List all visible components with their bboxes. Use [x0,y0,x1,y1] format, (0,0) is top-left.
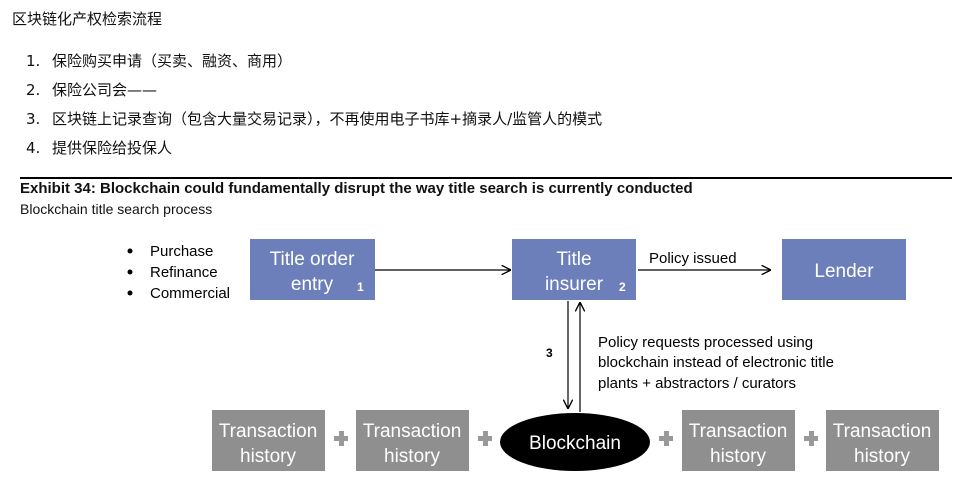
transaction-line1: Transaction [833,421,932,442]
transaction-rect [826,410,939,471]
step-label-1: 1 [357,280,364,294]
plus-icon [659,431,673,446]
transaction-history-box: Transaction history [682,410,795,471]
step-text: 保险公司会—— [52,81,158,99]
step-item: 3. 区块链上记录查询（包含大量交易记录），不再使用电子书库+摘录人/监管人的模式 [26,108,602,130]
step-item: 2. 保险公司会—— [26,79,157,101]
step-text: 提供保险给投保人 [52,139,173,157]
bullet-commercial: Commercial [150,285,230,302]
blockchain-label: Blockchain [529,433,621,454]
exhibit-title: Exhibit 34: Blockchain could fundamental… [20,180,693,197]
transaction-line2: history [384,446,440,467]
exhibit-rule [20,177,952,179]
policy-note: Policy requests processed using blockcha… [598,334,834,392]
transaction-history-box: Transaction history [356,410,469,471]
exhibit-subtitle: Blockchain title search process [20,201,213,217]
policy-note-line1: Policy requests processed using [598,334,813,351]
plus-icon [804,431,818,446]
step-number: 1. [26,52,41,70]
bullet-dot [127,248,133,254]
policy-note-line3: plants + abstractors / curators [598,375,796,392]
transaction-line1: Transaction [363,421,462,442]
transaction-line2: history [854,446,910,467]
title-insurer-box: Title insurer 2 [512,239,636,300]
title-insurer-line2: insurer [545,274,604,295]
step-number: 2. [26,81,41,99]
title-insurer-rect [512,239,636,300]
plus-icon [334,431,348,446]
title-order-line2: entry [291,274,334,295]
transaction-line2: history [240,446,296,467]
lender-box: Lender [782,239,906,300]
bullet-dot [127,269,133,275]
policy-note-line2: blockchain instead of electronic title [598,354,834,371]
bullet-dot [127,290,133,296]
transaction-rect [356,410,469,471]
bullet-purchase: Purchase [150,243,213,260]
step-number: 3. [26,110,41,128]
policy-issued-label: Policy issued [649,250,737,267]
step-text: 保险购买申请（买卖、融资、商用） [52,52,293,70]
step-number: 4. [26,139,41,157]
step-label-3: 3 [546,346,553,360]
step-label-2: 2 [619,280,626,294]
step-item: 4. 提供保险给投保人 [26,137,172,159]
title-insurer-line1: Title [556,249,591,270]
blockchain-ellipse [500,413,650,471]
transaction-line1: Transaction [689,421,788,442]
transaction-rect [682,410,795,471]
title-order-rect [250,239,375,300]
transaction-history-box: Transaction history [212,410,325,471]
plus-icon [478,431,492,446]
bullet-list: Purchase Refinance Commercial [127,243,230,302]
title-order-entry-box: Title order entry 1 [250,239,375,300]
bullet-refinance: Refinance [150,264,218,281]
lender-label: Lender [814,261,874,282]
step-text: 区块链上记录查询（包含大量交易记录），不再使用电子书库+摘录人/监管人的模式 [52,110,603,128]
transaction-rect [212,410,325,471]
lender-rect [782,239,906,300]
transaction-line1: Transaction [219,421,318,442]
page-title: 区块链化产权检索流程 [12,10,163,28]
transaction-history-box: Transaction history [826,410,939,471]
step-item: 1. 保险购买申请（买卖、融资、商用） [26,50,292,72]
transaction-line2: history [710,446,766,467]
blockchain-node: Blockchain [500,413,650,471]
title-order-line1: Title order [270,249,355,270]
